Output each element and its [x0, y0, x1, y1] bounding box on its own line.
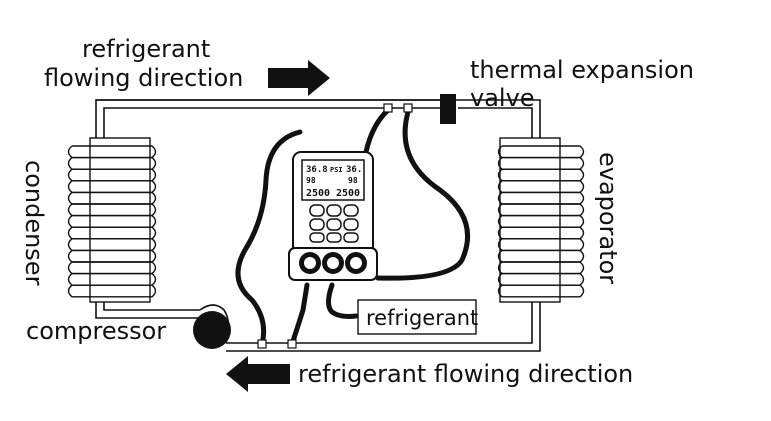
gauge-lcd — [301, 159, 365, 201]
compressor-shape — [193, 304, 231, 349]
refrigerant-box-label: refrigerant — [366, 306, 478, 330]
lcd-bottom-right: 2500 — [336, 188, 360, 199]
top-flow-label-line2: flowing direction — [44, 64, 243, 92]
arrow-left-icon — [226, 356, 290, 392]
gauge-knobs — [299, 252, 367, 274]
lcd-mid-right: 98 — [348, 176, 358, 185]
evaporator-coil — [497, 137, 585, 303]
condenser-coil — [67, 137, 157, 303]
expansion-valve-shape — [440, 94, 456, 124]
coil-fin — [497, 284, 585, 298]
compressor-label: compressor — [26, 317, 166, 345]
lcd-top-right: 36. — [346, 165, 362, 175]
piping-loop — [95, 99, 541, 352]
evaporator-label: evaporator — [594, 152, 622, 284]
condenser-label: condenser — [20, 160, 48, 286]
digital-manifold-gauge: 36.8 PSI 36. 98 98 2500 2500 — [288, 151, 378, 281]
arrow-right-icon — [268, 60, 330, 96]
lcd-bottom-left: 2500 — [306, 188, 330, 199]
refrigerant-box — [357, 299, 477, 335]
gauge-buttons — [309, 204, 359, 243]
lcd-top-left: 36.8 — [306, 165, 328, 175]
coil-fin — [67, 284, 157, 298]
valve-label-line2: valve — [470, 84, 535, 112]
top-flow-label-line1: refrigerant — [82, 35, 210, 63]
bottom-flow-label: refrigerant flowing direction — [298, 360, 633, 388]
hose-connectors — [257, 103, 413, 349]
valve-label-line1: thermal expansion — [470, 56, 694, 84]
lcd-mid-left: 98 — [306, 176, 316, 185]
lcd-top-mid: PSI — [330, 166, 343, 174]
